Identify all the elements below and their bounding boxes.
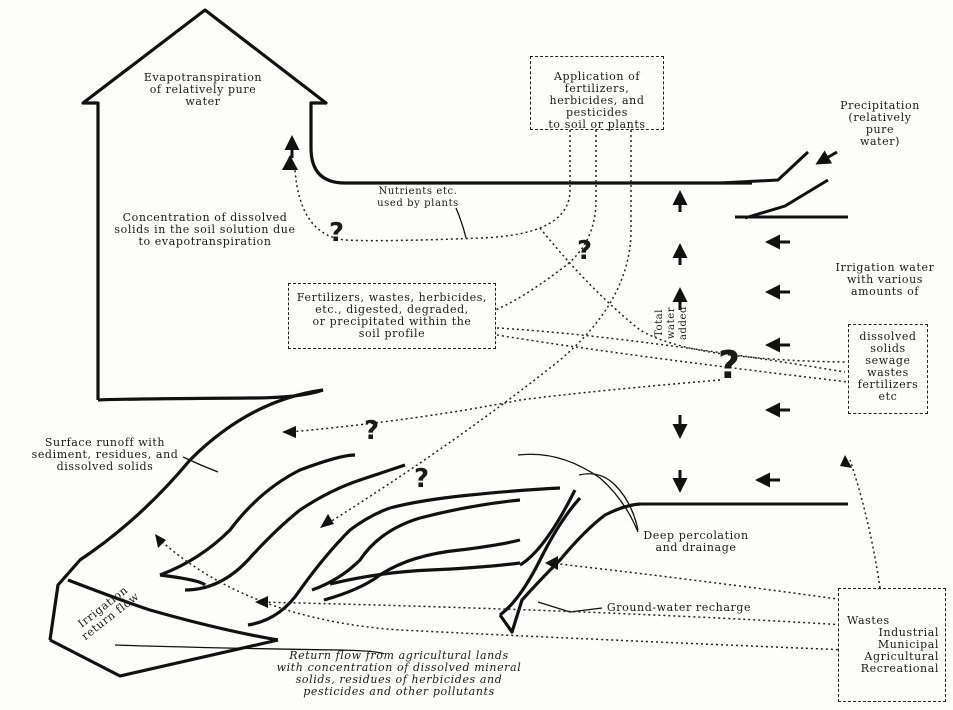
question-mark: ? — [414, 466, 429, 492]
groundwater-label: Ground-water recharge — [604, 602, 754, 614]
dotted-flows — [160, 130, 880, 650]
application-box: Application of fertilizers,herbicides, a… — [530, 56, 664, 130]
question-mark: ? — [329, 220, 344, 246]
question-mark: ? — [577, 238, 592, 264]
question-mark: ? — [718, 346, 740, 384]
nutrients-label: Nutrients etc.used by plants — [368, 186, 468, 210]
fertilizers-profile-box: Fertilizers, wastes, herbicides,etc., di… — [288, 283, 496, 349]
question-mark: ? — [364, 418, 379, 444]
flow-channels — [50, 390, 640, 676]
